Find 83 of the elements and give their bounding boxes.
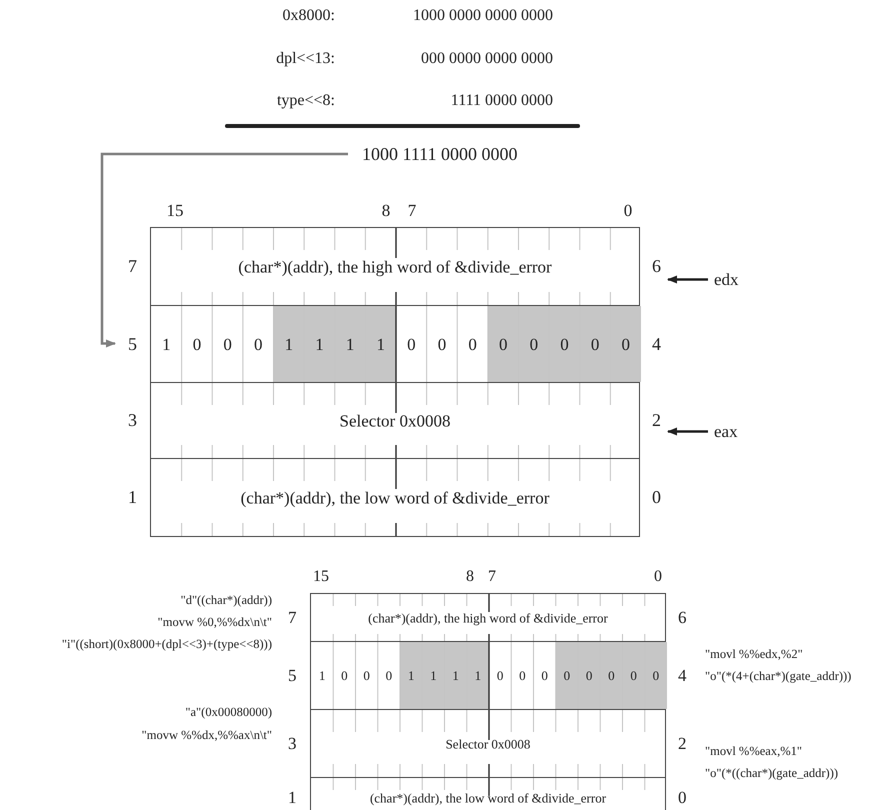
row-number: 0 [652, 488, 661, 506]
row-number: 7 [128, 257, 137, 275]
bit-value: 1 [161, 334, 172, 356]
code-text: "a"(0x00080000) [185, 706, 272, 718]
row-number: 6 [678, 608, 686, 626]
row-number: 6 [652, 257, 661, 275]
row-number: 1 [288, 788, 296, 806]
code-text: "movw %0,%%dx\n\t" [158, 616, 272, 628]
bit-value: 0 [340, 667, 349, 685]
row-number: 3 [288, 734, 296, 752]
result-value: 1000 1111 0000 0000 [362, 145, 518, 163]
row-number: 0 [678, 788, 686, 806]
binary-value: 1000 0000 0000 0000 [413, 8, 553, 24]
field-text: (char*)(addr), the low word of &divide_error [368, 791, 608, 804]
bit-value: 0 [556, 642, 578, 709]
bit-value: 1 [444, 642, 467, 709]
bit-value: 0 [252, 334, 264, 356]
bit-number: 8 [382, 202, 390, 219]
operand-name: dpl<<13: [276, 51, 335, 67]
bit-value: 1 [422, 642, 444, 709]
field-text: Selector 0x0008 [338, 412, 452, 429]
row-number: 5 [128, 334, 137, 352]
field-text: Selector 0x0008 [444, 737, 532, 750]
bit-number: 8 [466, 569, 474, 585]
bit-value: 0 [622, 642, 645, 709]
code-text: "movl %%edx,%2" [705, 648, 803, 660]
bit-value: 0 [384, 667, 394, 685]
row-number: 4 [652, 334, 661, 352]
bit-number: 0 [624, 202, 632, 219]
code-text: "o"(*(4+(char*)(gate_addr))) [705, 670, 852, 682]
bit-value: 0 [518, 667, 527, 685]
register-name: edx [714, 271, 739, 288]
bit-value: 1 [365, 306, 396, 382]
row-number: 2 [678, 734, 686, 752]
bit-value: 1 [318, 667, 326, 685]
code-text: "d"((char*)(addr)) [180, 594, 272, 606]
bit-value: 1 [334, 306, 366, 382]
bit-value: 0 [518, 306, 550, 382]
code-text: "i"((short)(0x8000+(dpl<<3)+(type<<8))) [62, 638, 272, 650]
bit-value: 0 [488, 306, 518, 382]
arrow [667, 276, 708, 284]
field-text: (char*)(addr), the high word of &divide_error [367, 611, 609, 624]
row-number: 4 [678, 666, 686, 684]
code-text: "movw %%dx,%%ax\n\t" [142, 729, 272, 742]
bit-value: 0 [192, 334, 202, 356]
bit-value: 0 [467, 334, 478, 356]
operand-name: 0x8000: [282, 8, 335, 24]
binary-value: 000 0000 0000 0000 [421, 51, 553, 67]
row-number: 5 [288, 666, 296, 684]
bit-value: 0 [610, 306, 641, 382]
bit-number: 7 [408, 202, 416, 219]
field-text: (char*)(addr), the high word of &divide_error [237, 258, 553, 275]
bit-number: 0 [654, 569, 662, 585]
bit-value: 0 [600, 642, 622, 709]
bit-value: 0 [406, 334, 417, 356]
bit-number: 15 [166, 202, 184, 219]
bit-value: 1 [466, 642, 489, 709]
bit-number: 7 [488, 569, 496, 585]
bit-value: 0 [549, 306, 580, 382]
bit-value: 0 [436, 334, 448, 356]
arrow [100, 152, 348, 348]
bit-value: 0 [580, 306, 610, 382]
bit-value: 0 [540, 667, 549, 685]
operand-name: type<<8: [276, 93, 335, 109]
bit-value: 0 [222, 334, 233, 356]
bit-number: 15 [313, 569, 329, 585]
row-number: 3 [128, 411, 137, 429]
bit-value: 0 [496, 667, 504, 685]
register-name: eax [714, 423, 738, 440]
row-number: 7 [288, 608, 296, 626]
binary-value: 1111 0000 0000 [450, 93, 553, 109]
bit-value: 0 [362, 667, 371, 685]
bit-value: 1 [274, 306, 304, 382]
arrow [667, 428, 708, 436]
bit-value: 1 [304, 306, 335, 382]
code-text: "movl %%eax,%1" [705, 745, 802, 758]
bit-value: 0 [644, 642, 667, 709]
bit-value: 1 [400, 642, 422, 709]
row-number: 1 [128, 488, 137, 506]
bit-value: 0 [578, 642, 600, 709]
field-text: (char*)(addr), the low word of &divide_error [240, 489, 550, 506]
code-text: "o"(*((char*)(gate_addr))) [705, 767, 838, 780]
row-number: 2 [652, 411, 661, 429]
